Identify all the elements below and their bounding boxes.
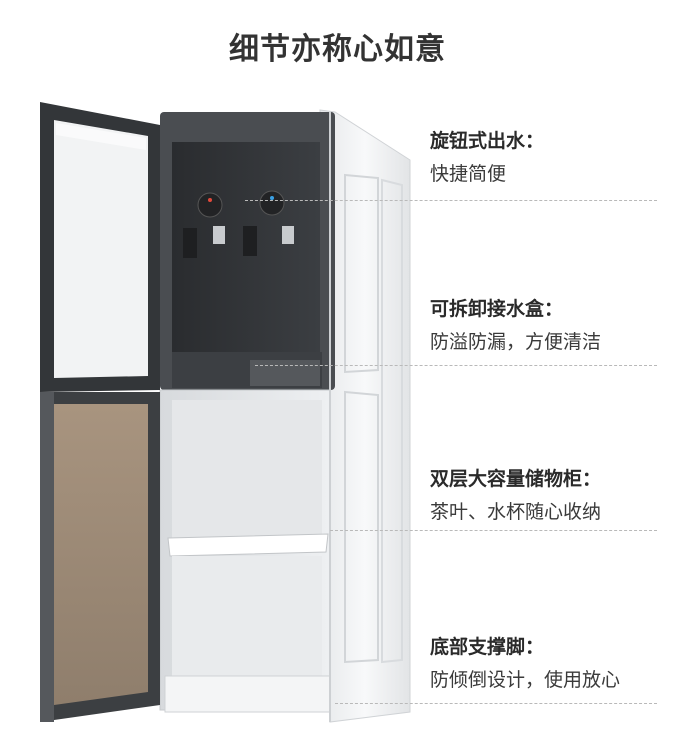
nozzle-left (183, 228, 197, 258)
leader-line-tray (255, 365, 657, 366)
feature-title: 旋钮式出水： (430, 130, 545, 152)
feature-title: 可拆卸接水盒： (430, 298, 564, 320)
page-title: 细节亦称心如意 (229, 32, 446, 67)
base-plate (164, 675, 331, 713)
feature-desc: 茶叶、水杯随心收纳 (430, 501, 602, 523)
side-groove-lower (344, 390, 379, 664)
leader-line-feet (335, 703, 657, 704)
feature-cabinet: 双层大容量储物柜： 茶叶、水杯随心收纳 (430, 466, 675, 526)
feature-knob: 旋钮式出水： 快捷简便 (430, 128, 675, 188)
feature-tray: 可拆卸接水盒： 防溢防漏，方便清洁 (430, 296, 675, 356)
nozzle-right (243, 226, 257, 256)
leader-line-cabinet (330, 530, 657, 531)
feature-title: 双层大容量储物柜： (430, 468, 602, 490)
leader-line-knob (245, 200, 657, 201)
cold-knob (259, 190, 285, 216)
side-groove-upper (344, 173, 379, 374)
feature-desc: 防溢防漏，方便清洁 (430, 331, 602, 353)
feature-title: 底部支撑脚： (430, 636, 545, 658)
storage-shelf (167, 533, 329, 557)
feature-desc: 快捷简便 (430, 163, 507, 185)
hot-knob (197, 192, 223, 218)
feature-feet: 底部支撑脚： 防倾倒设计，使用放心 (430, 634, 675, 694)
feature-desc: 防倾倒设计，使用放心 (430, 669, 621, 691)
